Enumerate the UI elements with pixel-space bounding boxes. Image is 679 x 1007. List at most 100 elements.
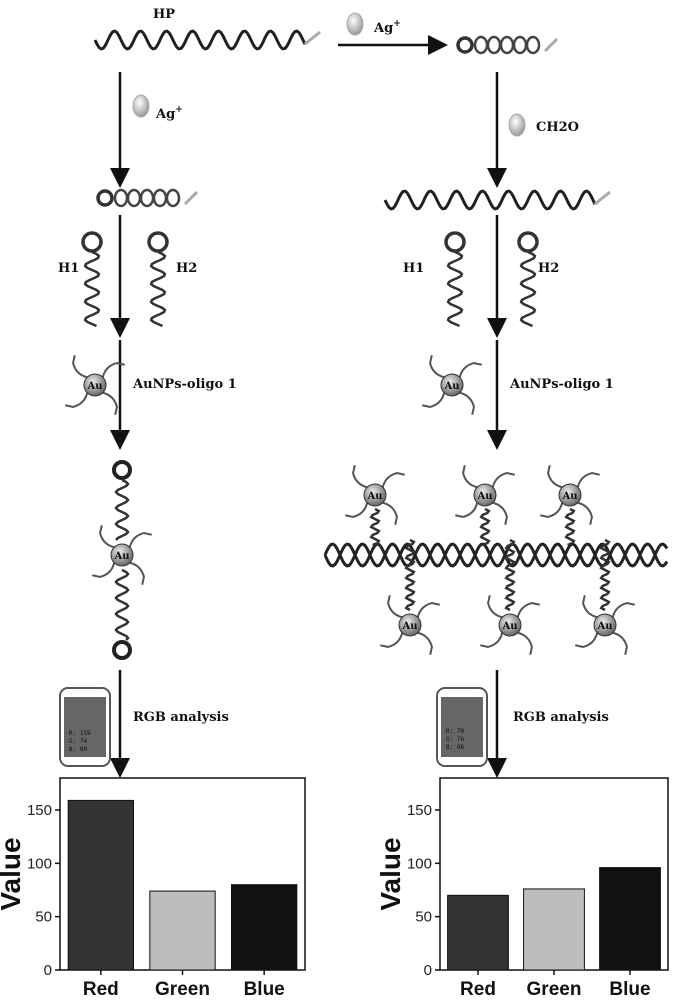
folded-hp-right — [499, 35, 515, 55]
auprobe-label-left: AuNPs-oligo 1 — [132, 377, 237, 392]
folded-hp-right — [473, 35, 489, 55]
hcr-long-dsdna — [323, 542, 669, 568]
folded-hp-left — [96, 189, 114, 207]
folded-hp-left — [152, 188, 168, 208]
bar-red — [67, 799, 134, 971]
hairpin-h1-left — [83, 250, 101, 328]
folded-hp-left — [113, 188, 129, 208]
y-axis-label: Value — [375, 837, 406, 910]
dna-strands — [81, 29, 669, 660]
hairpin-h2-right — [517, 231, 539, 253]
unfolded-hp — [383, 189, 597, 211]
hairpin-loop — [112, 460, 132, 480]
svg-text:Au: Au — [476, 491, 492, 502]
linker-strand — [369, 507, 381, 547]
svg-text:Au: Au — [596, 621, 612, 632]
hp-label: HP — [153, 7, 175, 22]
gold-nanoparticle-icon: Au — [92, 525, 152, 585]
gold-nanoparticle-icon: Au — [380, 595, 440, 655]
hairpin-h1-right — [446, 250, 464, 328]
folded-hp-right — [543, 37, 559, 53]
hairpin-h1-left — [81, 231, 103, 253]
assembled-strand — [114, 568, 130, 641]
h2-label-left: H2 — [176, 261, 197, 276]
h1-label-left: H1 — [58, 261, 79, 276]
rgb-label-right: RGB analysis — [513, 710, 609, 725]
ag-label-left: Ag+ — [155, 105, 183, 122]
folded-hp-right — [525, 35, 541, 55]
folded-hp-right — [486, 35, 502, 55]
bar-blue — [231, 884, 298, 971]
svg-text:Au: Au — [113, 551, 129, 562]
x-tick-label: Red — [83, 979, 119, 1000]
svg-text:Au: Au — [86, 381, 102, 392]
auprobe-label-right: AuNPs-oligo 1 — [509, 377, 614, 392]
gold-nanoparticle-icon: Au — [480, 595, 540, 655]
x-tick-label: Green — [527, 979, 582, 1000]
smartphone-icon-left: R: 159 G: 74 B: 80 — [59, 687, 111, 767]
gold-nanoparticle-icon: Au — [345, 465, 405, 525]
y-tick-label: 0 — [44, 962, 52, 979]
bar-green — [523, 888, 585, 971]
y-tick-label: 150 — [407, 802, 432, 819]
y-tick-label: 100 — [407, 855, 432, 872]
y-tick-label: 100 — [27, 855, 52, 872]
x-tick-label: Green — [155, 979, 210, 1000]
linker-strand — [479, 507, 491, 547]
linker-strand — [564, 507, 576, 547]
ch2o-label: CH2O — [536, 120, 579, 135]
y-tick-label: 0 — [424, 962, 432, 979]
smartphone-icon-right: R: 70 G: 76 B: 96 — [436, 687, 488, 767]
y-tick-label: 50 — [35, 909, 52, 926]
svg-text:G: 76: G: 76 — [446, 736, 464, 743]
folded-hp-right — [512, 35, 528, 55]
gold-nanoparticle-icon: Au — [575, 595, 635, 655]
svg-text:Au: Au — [401, 621, 417, 632]
gold-nanoparticle-icon: Au — [540, 465, 600, 525]
linker-strand — [599, 538, 611, 612]
hairpin-h1-right — [444, 231, 466, 253]
svg-text:G: 74: G: 74 — [69, 738, 87, 745]
hp-tail — [594, 190, 611, 206]
svg-text:Au: Au — [501, 621, 517, 632]
bar-red — [447, 894, 509, 971]
folded-hp-right — [456, 36, 474, 54]
silver-ion-icon — [346, 12, 364, 36]
folded-hp-left — [139, 188, 155, 208]
h1-label-right: H1 — [403, 261, 424, 276]
y-tick-label: 150 — [27, 802, 52, 819]
svg-text:Au: Au — [443, 381, 459, 392]
svg-text:R: 159: R: 159 — [69, 730, 91, 737]
folded-hp-left — [126, 188, 142, 208]
svg-text:B: 96: B: 96 — [446, 744, 464, 751]
hairpin-loop — [112, 640, 132, 660]
gold-nanoparticle-icon: Au — [65, 355, 125, 415]
gold-nanoparticle-icon: Au — [455, 465, 515, 525]
hp-tail — [304, 30, 321, 46]
ag-label-top: Ag+ — [373, 19, 401, 36]
formaldehyde-icon — [508, 113, 526, 137]
gold-nanoparticle-icon: Au — [422, 355, 482, 415]
rgb-label-left: RGB analysis — [133, 710, 229, 725]
hairpin-h2-left — [147, 231, 169, 253]
hairpin-h2-right — [519, 250, 537, 328]
svg-text:R: 70: R: 70 — [446, 728, 464, 735]
folded-hp-left — [165, 188, 181, 208]
x-tick-label: Red — [460, 979, 496, 1000]
hairpin-h2-left — [149, 250, 167, 328]
svg-text:Au: Au — [561, 491, 577, 502]
x-tick-label: Blue — [609, 979, 650, 1000]
svg-text:Au: Au — [366, 491, 382, 502]
linker-strand — [504, 538, 516, 612]
h2-label-right: H2 — [538, 261, 559, 276]
bar-green — [149, 890, 216, 971]
silver-ion-icon — [132, 94, 150, 118]
x-tick-label: Blue — [244, 979, 285, 1000]
hairpin-dna-hp — [93, 29, 307, 51]
